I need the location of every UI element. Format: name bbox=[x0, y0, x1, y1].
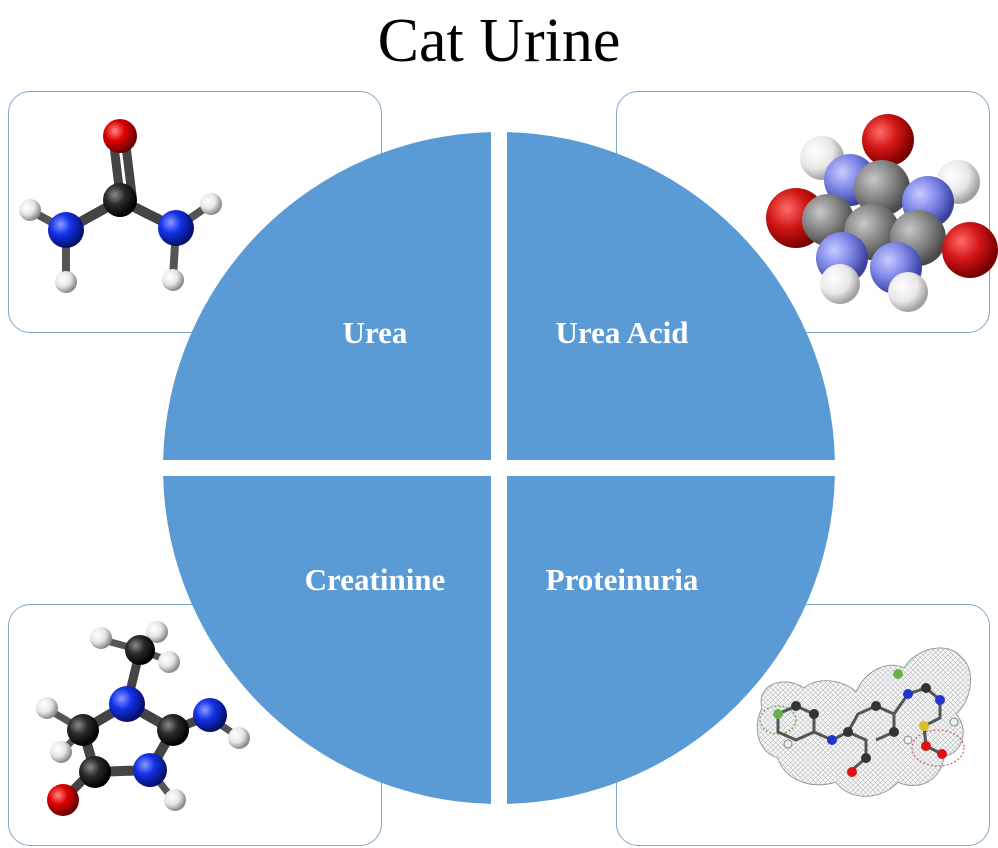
creatinine-molecule-icon bbox=[36, 621, 250, 816]
quadrant-label-bottom-left: Creatinine bbox=[305, 562, 446, 597]
protein-mesh-molecule-icon bbox=[756, 647, 972, 797]
urea-molecule-icon bbox=[19, 119, 222, 293]
diagram-title: Cat Urine bbox=[377, 7, 621, 75]
uric-acid-molecule-icon bbox=[766, 114, 998, 312]
quadrant-label-bottom-right: Proteinuria bbox=[546, 562, 699, 597]
